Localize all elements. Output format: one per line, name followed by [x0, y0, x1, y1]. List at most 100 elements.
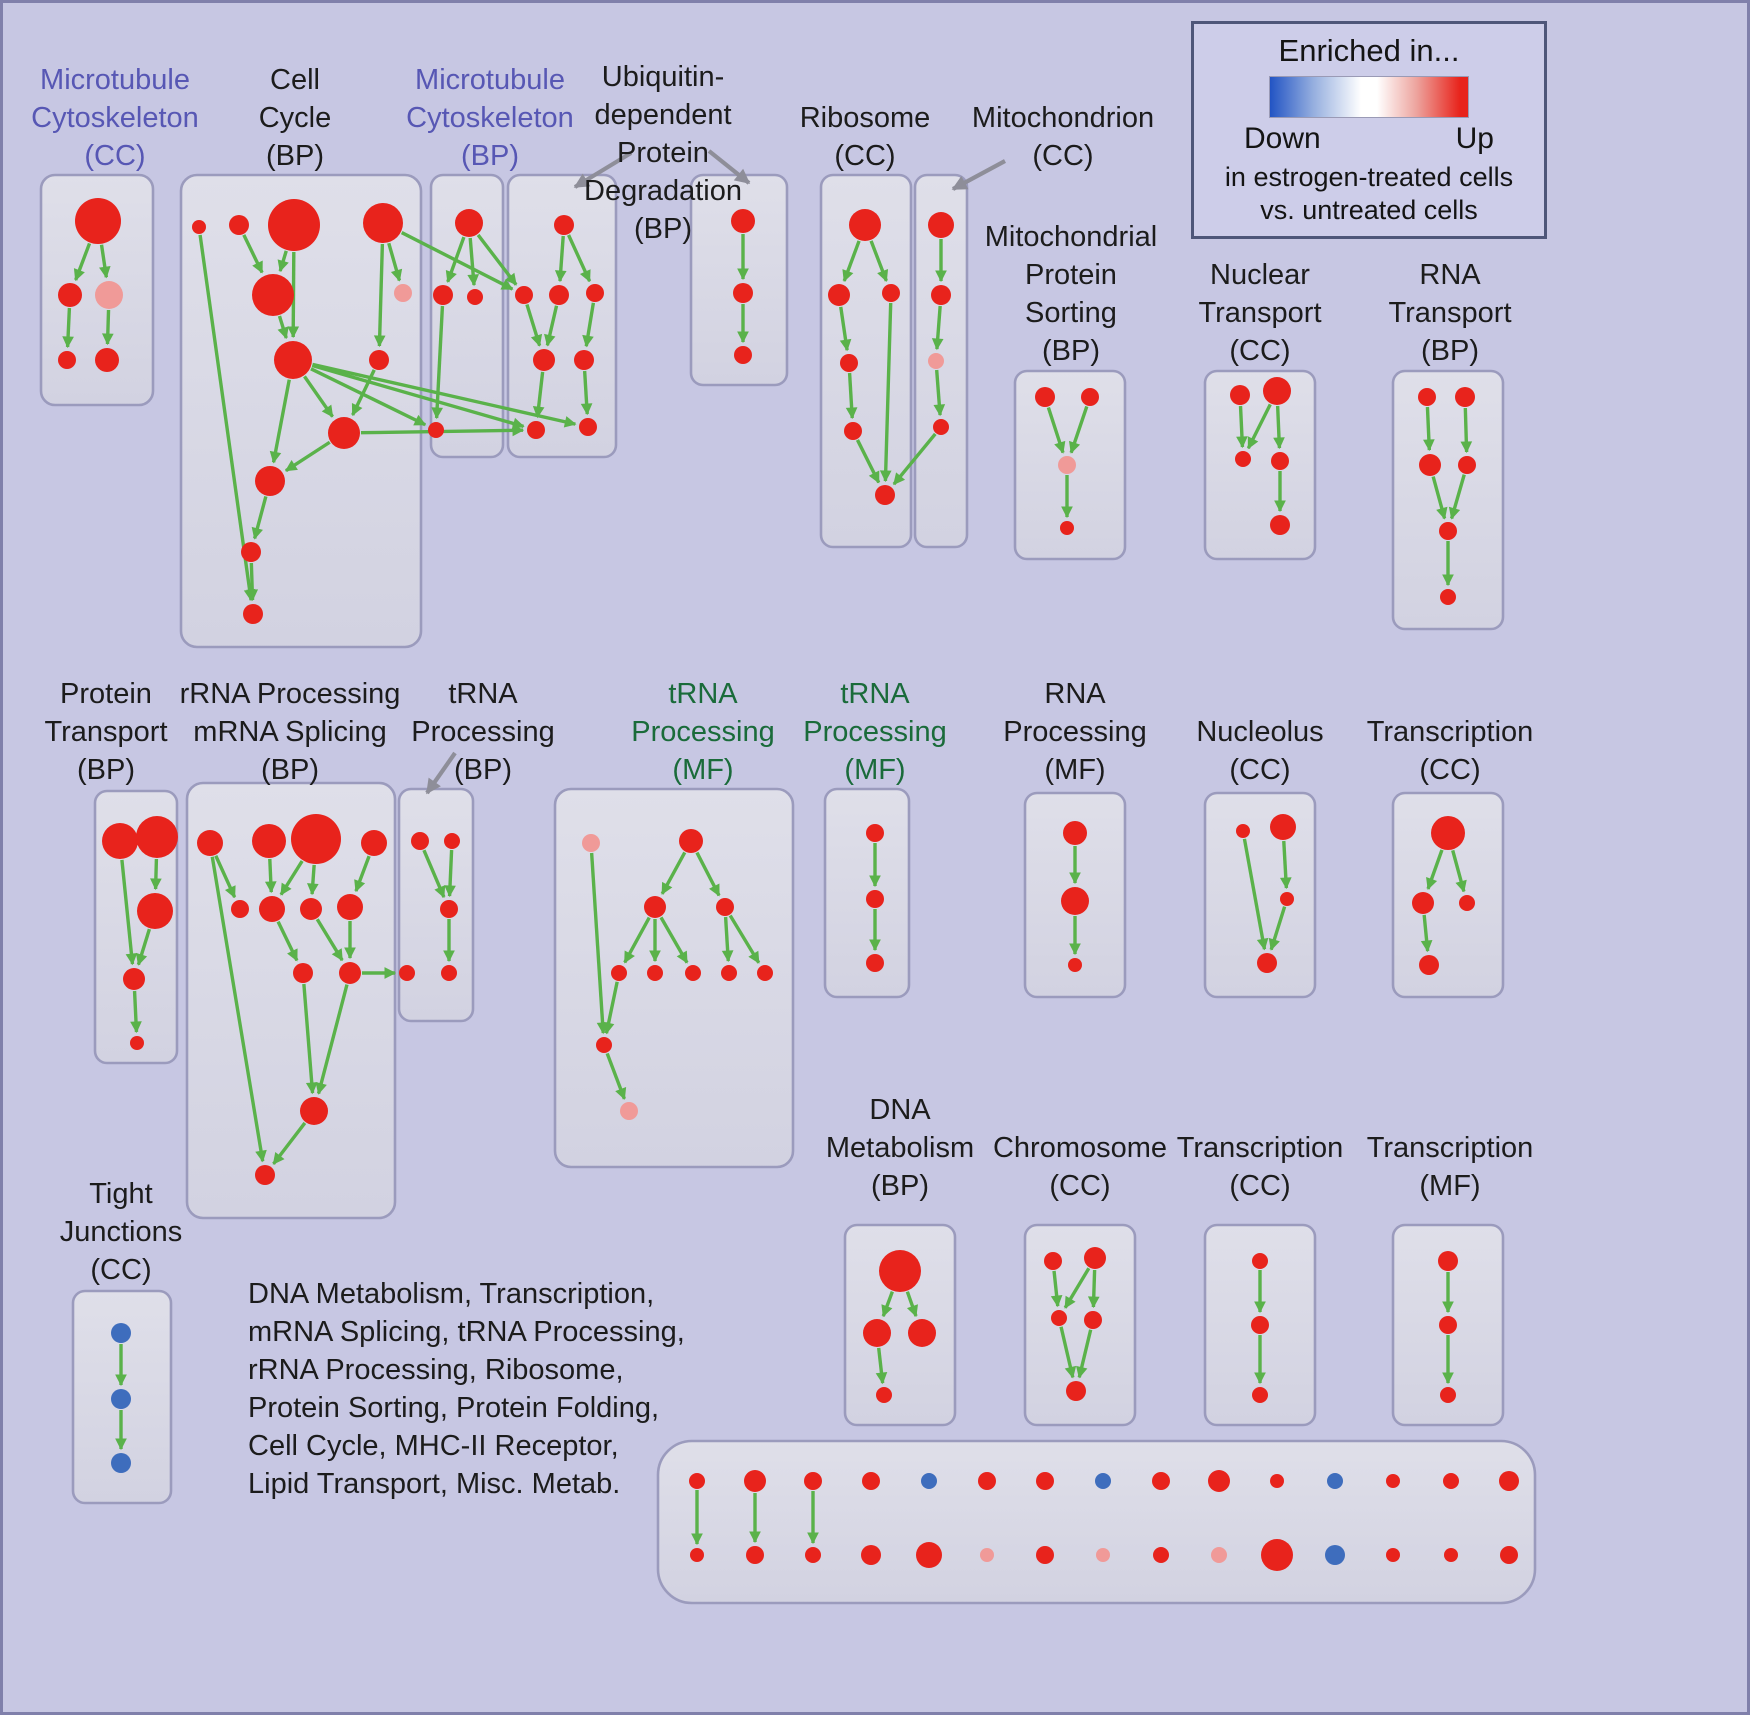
- edge-arrow: [306, 864, 319, 896]
- go-term-node: [102, 823, 138, 859]
- go-term-node: [586, 284, 604, 302]
- edge-arrow: [400, 231, 514, 291]
- go-term-node: [300, 898, 322, 920]
- go-term-node: [862, 1472, 880, 1490]
- go-term-node: [440, 900, 458, 918]
- edge-arrow: [311, 363, 525, 430]
- cluster-box-nuclear-transport-cc: [1203, 369, 1317, 561]
- edge-arrow: [264, 858, 277, 894]
- cluster-box-trna-processing-mf-small: [823, 787, 911, 999]
- go-term-node: [882, 284, 900, 302]
- go-term-node: [1419, 454, 1441, 476]
- go-term-node: [1440, 1387, 1456, 1403]
- go-term-node: [527, 421, 545, 439]
- edge-arrow: [120, 859, 138, 966]
- go-term-node: [467, 289, 483, 305]
- edge-arrow: [892, 432, 937, 486]
- edge-arrow: [1076, 1329, 1093, 1379]
- go-term-node: [579, 418, 597, 436]
- go-term-node: [866, 954, 884, 972]
- legend: Enriched in... Down Up in estrogen-treat…: [1191, 21, 1547, 239]
- go-term-node: [363, 203, 403, 243]
- go-term-node: [1499, 1471, 1519, 1491]
- nodes: [58, 198, 1519, 1571]
- go-term-node: [241, 542, 261, 562]
- edge-arrow: [1423, 406, 1435, 452]
- edge-arrow: [1046, 406, 1066, 454]
- cluster-box-nucleolus-cc: [1203, 791, 1317, 999]
- edge-arrow: [1448, 474, 1466, 520]
- go-term-node: [255, 466, 285, 496]
- edge-arrow: [605, 1052, 627, 1100]
- go-term-node: [828, 284, 850, 306]
- go-term-node: [928, 353, 944, 369]
- go-term-node: [291, 814, 341, 864]
- go-term-node: [647, 965, 663, 981]
- go-term-node: [515, 286, 533, 304]
- go-term-node: [805, 1547, 821, 1563]
- go-term-node: [861, 1545, 881, 1565]
- cluster-box-ubiquitin-degradation-a: [506, 173, 618, 459]
- go-term-node: [716, 898, 734, 916]
- edge-arrow: [554, 235, 567, 283]
- edge-arrow: [1050, 1270, 1063, 1308]
- go-term-node: [804, 1472, 822, 1490]
- go-term-node: [300, 1097, 328, 1125]
- go-term-node: [1455, 387, 1475, 407]
- go-term-node: [1431, 816, 1465, 850]
- edges: [62, 149, 1473, 1546]
- go-term-node: [721, 965, 737, 981]
- go-term-node: [1095, 1473, 1111, 1489]
- edge-arrow: [73, 242, 92, 282]
- go-term-node: [1063, 821, 1087, 845]
- edge-arrow: [198, 234, 256, 602]
- go-term-node: [111, 1453, 131, 1473]
- go-term-node: [137, 893, 173, 929]
- go-term-node: [1500, 1546, 1518, 1564]
- go-term-node: [746, 1546, 764, 1564]
- legend-context-line-2: vs. untreated cells: [1260, 195, 1478, 225]
- edge-arrow: [660, 851, 687, 895]
- go-term-node: [1084, 1311, 1102, 1329]
- edge-arrow: [842, 240, 861, 283]
- go-term-node: [231, 900, 249, 918]
- legend-down-label: Down: [1244, 122, 1321, 155]
- edge-arrow: [303, 375, 334, 418]
- cluster-box-trna-processing-bp: [397, 787, 475, 1023]
- cluster-box-rrna-processing-mrna-splicing-bp: [185, 781, 397, 1220]
- go-term-node: [259, 896, 285, 922]
- edge-arrow: [467, 237, 479, 287]
- go-term-node: [734, 346, 752, 364]
- cluster-box-miscellaneous-group: [656, 1439, 1537, 1605]
- go-term-node: [1386, 1474, 1400, 1488]
- go-term-node: [1236, 824, 1250, 838]
- go-term-node: [1066, 1381, 1086, 1401]
- go-term-node: [411, 832, 429, 850]
- edge-arrow: [302, 983, 318, 1095]
- go-term-node: [58, 283, 82, 307]
- edge-arrow: [242, 234, 264, 274]
- misc-line: DNA Metabolism, Transcription,: [248, 1278, 655, 1310]
- go-term-node: [574, 350, 594, 370]
- go-term-node: [1327, 1473, 1343, 1489]
- go-term-node: [328, 417, 360, 449]
- go-term-node: [620, 1102, 638, 1120]
- edge-arrow: [695, 851, 721, 897]
- edge-arrow: [1431, 476, 1448, 520]
- edge-arrow: [251, 496, 268, 540]
- go-term-node: [1058, 456, 1076, 474]
- go-term-node: [1208, 1470, 1230, 1492]
- misc-line: Lipid Transport, Misc. Metab.: [248, 1468, 621, 1500]
- edge-arrow: [602, 981, 619, 1035]
- go-term-node: [1386, 1548, 1400, 1562]
- go-term-node: [875, 485, 895, 505]
- edge-arrow: [1460, 407, 1473, 454]
- go-term-node: [849, 209, 881, 241]
- go-term-node: [229, 215, 249, 235]
- go-term-node: [1230, 385, 1250, 405]
- go-term-node: [394, 284, 412, 302]
- go-term-node: [111, 1323, 131, 1343]
- go-term-node: [455, 209, 483, 237]
- go-term-node: [1235, 451, 1251, 467]
